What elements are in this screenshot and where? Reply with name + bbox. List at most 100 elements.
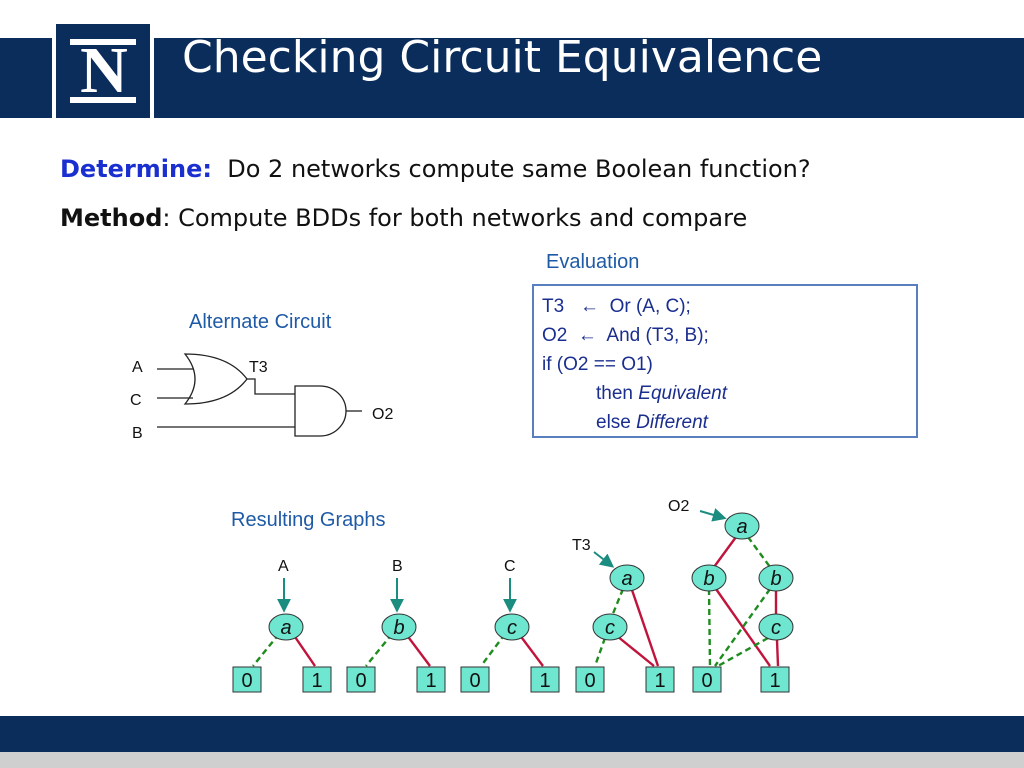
header-bar <box>0 38 1024 118</box>
arrow-o2 <box>699 508 727 522</box>
terminal-label: 0 <box>701 670 712 692</box>
terminal-1-graph-t3: 1 <box>645 666 675 693</box>
circuit-title: Alternate Circuit <box>189 311 332 333</box>
edge-o2-b-left-low <box>707 588 712 667</box>
terminal-0-graph-b: 0 <box>346 666 376 693</box>
method-text: : Compute BDDs for both networks and com… <box>162 204 748 232</box>
node-label: a <box>280 617 291 639</box>
method-line: Method: Compute BDDs for both networks a… <box>60 204 747 232</box>
edge-t3-a-high <box>630 589 660 667</box>
node-c-graph-o2: c <box>758 613 794 641</box>
edge-c-low <box>480 633 506 667</box>
terminal-label: 0 <box>241 670 252 692</box>
or-gate <box>183 353 248 405</box>
edge-o2-b-left-high <box>715 588 771 667</box>
terminal-label: 0 <box>355 670 366 692</box>
bdd-nodes: a b c a c a b <box>268 512 794 641</box>
eval-line-3: if (O2 == O1) <box>542 354 653 375</box>
slide-title: Checking Circuit Equivalence <box>182 32 823 83</box>
terminal-0-graph-t3: 0 <box>575 666 605 693</box>
node-b-left-graph-o2: b <box>691 564 727 592</box>
determine-text: Do 2 networks compute same Boolean funct… <box>212 155 811 183</box>
eval-equivalent: Equivalent <box>638 383 727 404</box>
determine-sep: : <box>202 155 212 183</box>
method-label: Method <box>60 204 163 232</box>
edge-o2-a-low <box>747 536 771 568</box>
eval-line-1: T3 ← Or (A, C); <box>542 296 691 317</box>
node-a-graph-t3: a <box>609 564 645 592</box>
terminal-label: 1 <box>539 670 550 692</box>
terminal-label: 1 <box>311 670 322 692</box>
node-label: c <box>771 617 781 639</box>
terminal-1-graph-o2: 1 <box>760 666 790 693</box>
edge-t3-a-low <box>610 588 625 617</box>
pointer-arrows <box>277 508 727 613</box>
edge-t3-c-high <box>616 635 655 667</box>
pointer-labels: A B C T3 O2 <box>278 498 689 575</box>
footer-bar <box>0 716 1024 752</box>
pointer-c-label: C <box>504 558 516 575</box>
determine-line: Determine: Do 2 networks compute same Bo… <box>60 155 811 183</box>
node-label: a <box>621 568 632 590</box>
terminal-1-graph-a: 1 <box>302 666 332 693</box>
pointer-o2-label: O2 <box>668 498 689 515</box>
edge-t3-c-low <box>593 637 607 667</box>
eval-different: Different <box>636 412 708 433</box>
node-b-graph-b: b <box>381 613 417 641</box>
node-label: b <box>393 617 404 639</box>
terminal-0-graph-o2: 0 <box>692 666 722 693</box>
evaluation-title: Evaluation <box>546 251 640 273</box>
logo-inner: N <box>56 24 150 118</box>
pointer-a-label: A <box>278 558 289 575</box>
edge-b-high <box>405 633 431 667</box>
edge-a-high <box>292 633 316 667</box>
node-a-graph-o2: a <box>724 512 760 540</box>
eval-line-4: then Equivalent <box>542 379 908 408</box>
terminal-1-graph-b: 1 <box>416 666 446 693</box>
wire-t3 <box>247 378 295 395</box>
footer-strip <box>0 752 1024 768</box>
edge-a-low <box>252 633 280 667</box>
eval-line-2: O2 ← And (T3, B); <box>542 325 709 346</box>
node-b-right-graph-o2: b <box>758 564 794 592</box>
arrow-t3 <box>593 551 615 568</box>
node-label: c <box>605 617 615 639</box>
eval-then-keyword: then <box>596 383 639 404</box>
node-c-graph-c: c <box>494 613 530 641</box>
bdd-graphs: A B C T3 O2 <box>232 498 794 693</box>
eval-line-5: else Different <box>542 408 908 437</box>
edge-o2-c-high <box>775 639 780 667</box>
edge-c-high <box>518 633 544 667</box>
alternate-circuit: A C B T3 O2 <box>130 353 393 442</box>
logo-letter: N <box>70 34 136 107</box>
node-label: a <box>736 516 747 538</box>
node-c-graph-t3: c <box>592 613 628 641</box>
circuit-t3-label: T3 <box>249 359 268 376</box>
terminal-0-graph-a: 0 <box>232 666 262 693</box>
terminal-label: 1 <box>654 670 665 692</box>
university-logo: N <box>52 20 154 122</box>
node-label: c <box>507 617 517 639</box>
pointer-b-label: B <box>392 558 403 575</box>
circuit-input-c-label: C <box>130 392 142 409</box>
terminal-label: 1 <box>769 670 780 692</box>
terminal-0-graph-c: 0 <box>460 666 490 693</box>
terminal-label: 1 <box>425 670 436 692</box>
node-a-graph-a: a <box>268 613 304 641</box>
pointer-t3-label: T3 <box>572 537 591 554</box>
edge-b-low <box>365 633 393 667</box>
node-label: b <box>703 568 714 590</box>
terminal-1-graph-c: 1 <box>530 666 560 693</box>
edge-o2-a-high <box>713 536 737 568</box>
edge-o2-b-right-low <box>714 588 771 667</box>
terminal-label: 0 <box>469 670 480 692</box>
eval-else-keyword: else <box>596 412 637 433</box>
node-label: b <box>770 568 781 590</box>
determine-label: Determine <box>60 155 203 183</box>
circuit-input-a-label: A <box>132 359 143 376</box>
graphs-title: Resulting Graphs <box>231 509 386 531</box>
circuit-input-b-label: B <box>132 425 143 442</box>
terminal-label: 0 <box>584 670 595 692</box>
and-gate <box>294 385 347 437</box>
